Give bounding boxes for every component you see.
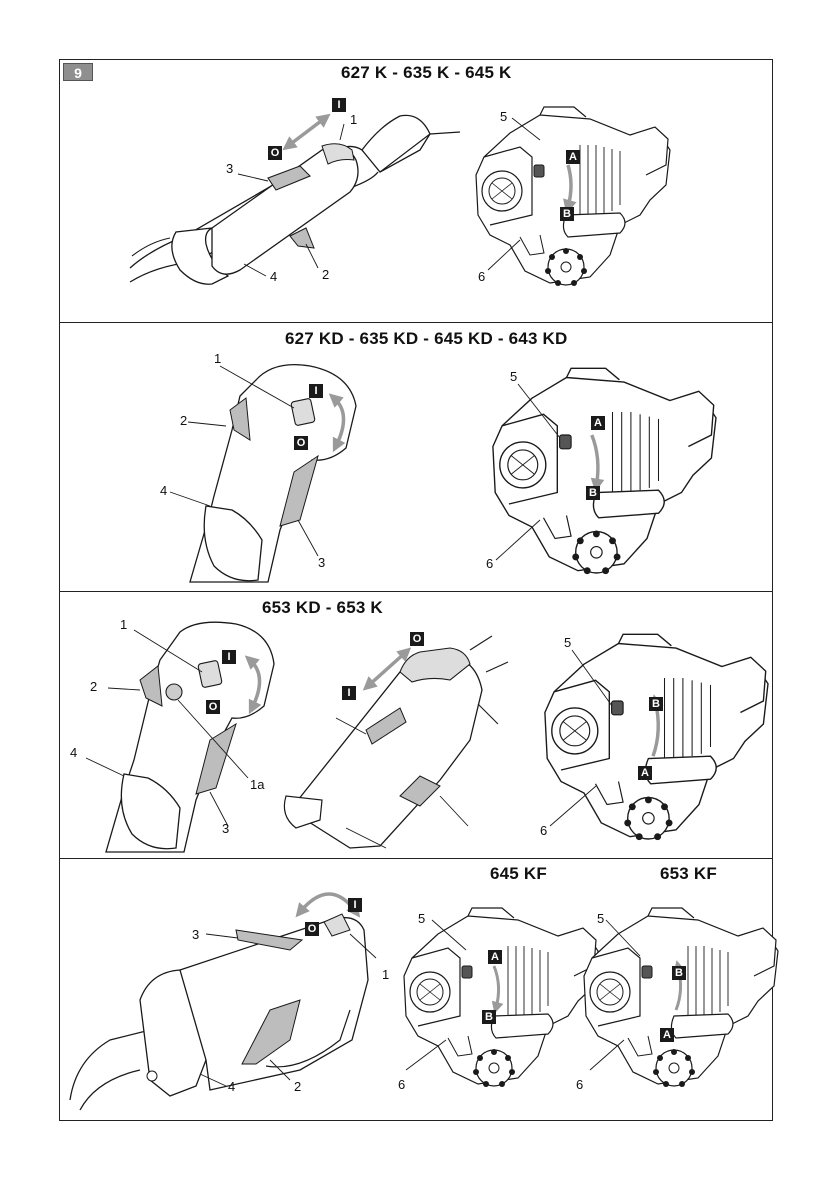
section-divider-2 [59, 591, 773, 592]
section-title-2: 627 KD - 635 KD - 645 KD - 643 KD [285, 329, 568, 349]
callout-4: 4 [70, 746, 77, 759]
callout-6: 6 [398, 1078, 405, 1091]
section-title-3: 653 KD - 653 K [262, 598, 383, 618]
callout-1: 1 [120, 618, 127, 631]
figure-number-badge: 9 [63, 63, 93, 81]
callout-2: 2 [90, 680, 97, 693]
choke-mark-a: A [660, 1028, 674, 1042]
callout-5: 5 [418, 912, 425, 925]
switch-off-mark: O [305, 922, 319, 936]
switch-on-mark: I [348, 898, 362, 912]
callout-3: 3 [192, 928, 199, 941]
section-title-4a: 645 KF [490, 864, 547, 884]
callout-5: 5 [597, 912, 604, 925]
callout-5: 5 [500, 110, 507, 123]
choke-mark-a: A [488, 950, 502, 964]
choke-mark-a: A [566, 150, 580, 164]
callout-2: 2 [294, 1080, 301, 1093]
choke-mark-b: B [586, 486, 600, 500]
callout-3: 3 [318, 556, 325, 569]
switch-off-mark: O [268, 146, 282, 160]
callout-4: 4 [160, 484, 167, 497]
choke-mark-b: B [672, 966, 686, 980]
callout-1a: 1a [250, 778, 264, 791]
choke-mark-b: B [482, 1010, 496, 1024]
callout-4: 4 [270, 270, 277, 283]
figure-frame [59, 59, 773, 1121]
section-divider-3 [59, 858, 773, 859]
callout-1: 1 [350, 113, 357, 126]
section-title-1: 627 K - 635 K - 645 K [341, 63, 512, 83]
callout-1: 1 [382, 968, 389, 981]
choke-mark-a: A [591, 416, 605, 430]
callout-1: 1 [214, 352, 221, 365]
callout-6: 6 [576, 1078, 583, 1091]
switch-off-mark: O [206, 700, 220, 714]
callout-5: 5 [510, 370, 517, 383]
choke-mark-b: B [560, 207, 574, 221]
switch-off-mark: O [410, 632, 424, 646]
callout-6: 6 [540, 824, 547, 837]
callout-3: 3 [222, 822, 229, 835]
switch-on-mark: I [222, 650, 236, 664]
choke-mark-a: A [638, 766, 652, 780]
section-title-4b: 653 KF [660, 864, 717, 884]
switch-on-mark: I [332, 98, 346, 112]
switch-on-mark: I [342, 686, 356, 700]
callout-2: 2 [180, 414, 187, 427]
switch-off-mark: O [294, 436, 308, 450]
callout-6: 6 [486, 557, 493, 570]
choke-mark-b: B [649, 697, 663, 711]
callout-2: 2 [322, 268, 329, 281]
callout-3: 3 [226, 162, 233, 175]
callout-6: 6 [478, 270, 485, 283]
callout-5: 5 [564, 636, 571, 649]
switch-on-mark: I [309, 384, 323, 398]
section-divider-1 [59, 322, 773, 323]
callout-4: 4 [228, 1080, 235, 1093]
